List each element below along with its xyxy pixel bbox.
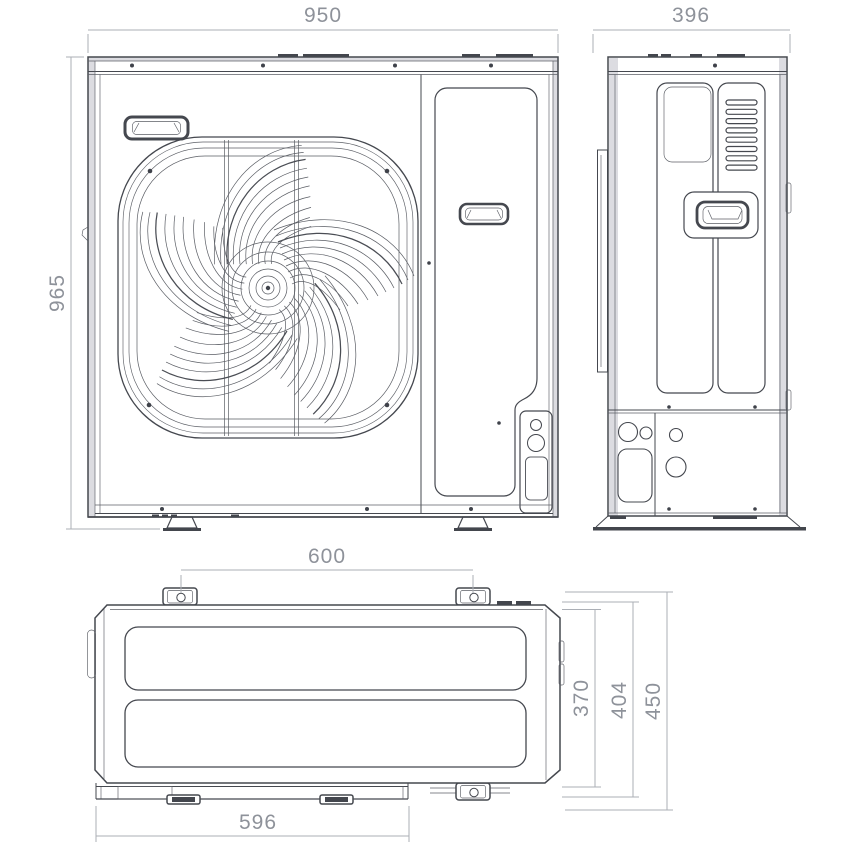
side-screws xyxy=(667,405,757,511)
top-edge-ticks xyxy=(497,601,531,605)
dim-front-width-label: 950 xyxy=(304,4,342,27)
pipe-connection-panel xyxy=(497,410,553,514)
dim-base-length: 596 xyxy=(95,806,410,842)
top-screws xyxy=(130,63,493,68)
bottom-vent-ticks xyxy=(152,514,239,517)
dim-base-length-label: 596 xyxy=(239,811,277,834)
top-left-tab xyxy=(87,629,96,679)
dim-mounting-holes: 600 xyxy=(180,545,474,593)
dim-body-depth-label: 370 xyxy=(570,679,593,717)
side-view xyxy=(593,54,806,531)
top-right-tab-1 xyxy=(558,640,565,663)
side-edge-tab-lower xyxy=(785,389,792,411)
top-recess-1 xyxy=(124,626,527,691)
top-view xyxy=(87,587,565,805)
mounting-bracket-1 xyxy=(162,587,198,606)
top-body-outline xyxy=(94,604,561,784)
side-panel-inset xyxy=(663,86,712,163)
dim-body-depth: 370 xyxy=(562,609,601,788)
top-recess-2 xyxy=(124,699,527,768)
base-rail xyxy=(95,783,510,805)
top-vent-ticks xyxy=(278,54,533,57)
dim-mid-depth: 404 xyxy=(562,601,639,798)
louver-vents xyxy=(725,99,758,171)
dim-front-width: 950 xyxy=(87,4,559,53)
side-edge-tab-upper xyxy=(785,182,792,214)
front-foot-left xyxy=(163,516,201,531)
bottom-screws xyxy=(160,507,473,511)
badge-logo xyxy=(123,115,190,141)
dim-front-height: 965 xyxy=(46,56,160,530)
fan-grille xyxy=(117,136,419,439)
service-panel-handle xyxy=(458,202,510,226)
top-right-tab-2 xyxy=(558,663,565,686)
left-edge-clip xyxy=(81,226,89,242)
dim-mid-depth-label: 404 xyxy=(608,681,631,719)
dim-overall-depth: 450 xyxy=(565,591,673,811)
service-panel xyxy=(434,87,538,497)
dim-side-depth-label: 396 xyxy=(672,4,710,27)
fan-hub xyxy=(221,241,315,335)
side-body-outline xyxy=(607,56,788,517)
side-base xyxy=(593,512,806,531)
dim-overall-depth-label: 450 xyxy=(642,682,665,720)
side-handle xyxy=(683,191,759,239)
back-flange xyxy=(597,149,608,373)
dim-mounting-holes-label: 600 xyxy=(308,545,346,568)
fan-blades xyxy=(118,137,415,436)
side-pipe-connections xyxy=(617,421,687,503)
front-foot-right xyxy=(454,516,492,531)
mounting-bracket-3 xyxy=(455,782,491,801)
dim-side-depth: 396 xyxy=(592,4,791,53)
front-view xyxy=(81,54,559,531)
side-top-vent-ticks xyxy=(648,54,745,57)
dim-front-height-label: 965 xyxy=(46,274,69,312)
dimension-annotations: 950 396 965 600 596 370 404 450 xyxy=(46,4,791,842)
